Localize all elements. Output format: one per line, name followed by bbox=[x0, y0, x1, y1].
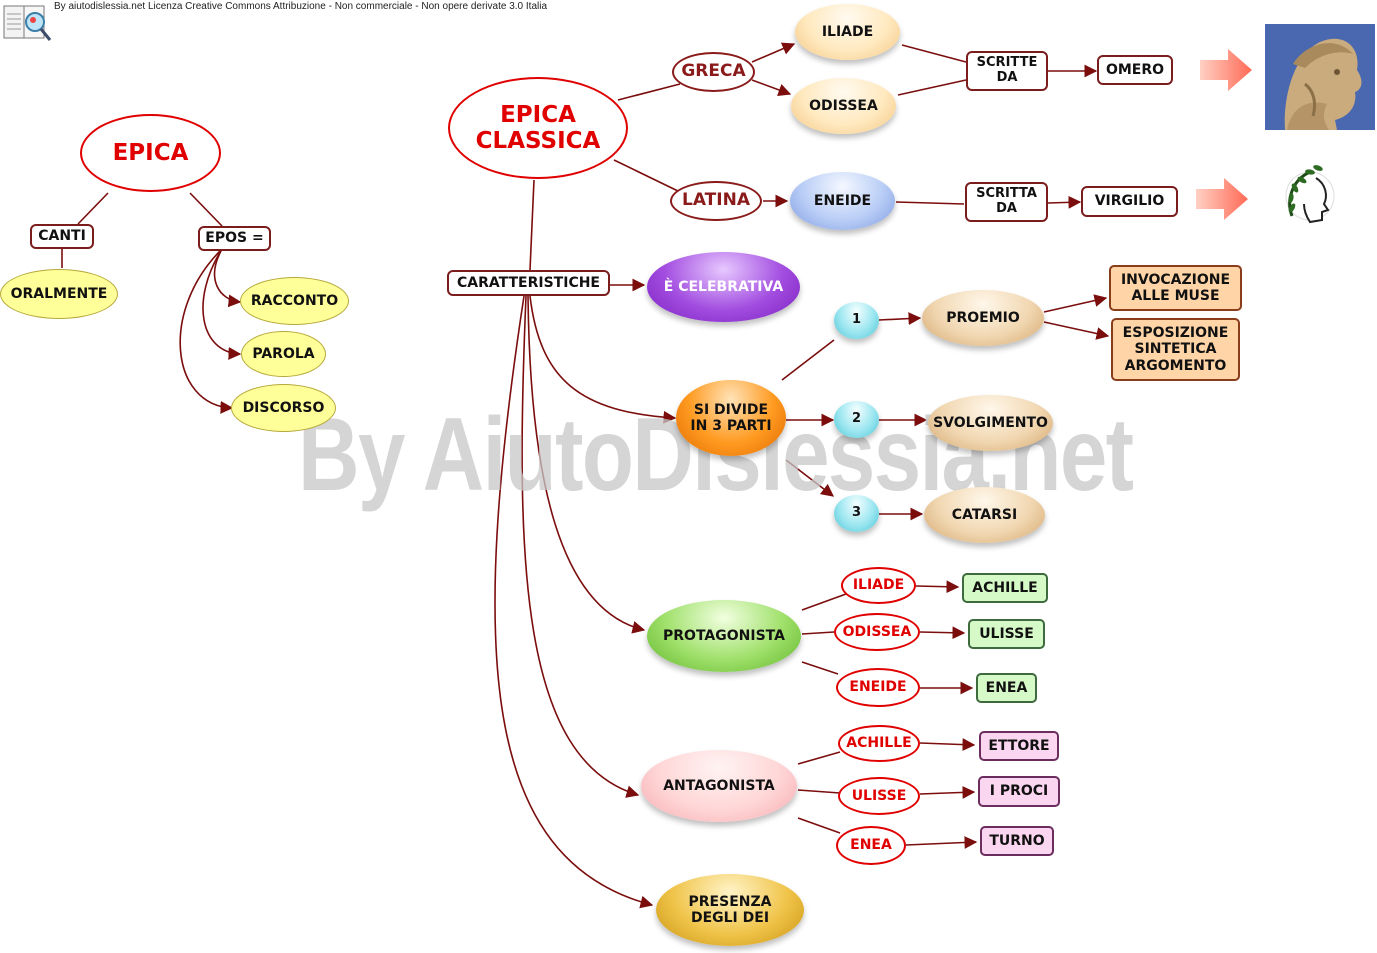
prot-eneide-oval: ENEIDE bbox=[836, 668, 920, 707]
big-arrow-icon bbox=[1200, 49, 1252, 91]
prot-odissea-oval: ODISSEA bbox=[834, 613, 920, 651]
turno-box: TURNO bbox=[980, 826, 1054, 856]
canti-box: CANTI bbox=[30, 224, 94, 249]
protagonista-node: PROTAGONISTA bbox=[647, 600, 801, 672]
book-logo-icon bbox=[3, 5, 52, 41]
part-number-1: 1 bbox=[834, 302, 879, 339]
caratteristiche-box: CARATTERISTICHE bbox=[447, 270, 610, 296]
greca-node: GRECA bbox=[672, 52, 755, 92]
homer-portrait-icon bbox=[1265, 24, 1375, 130]
parola-node: PAROLA bbox=[241, 331, 326, 377]
odissea-node: ODISSEA bbox=[791, 78, 896, 134]
ant-achille-oval: ACHILLE bbox=[838, 725, 920, 762]
part-number-2: 2 bbox=[834, 401, 879, 438]
proemio-node: PROEMIO bbox=[922, 290, 1044, 346]
achille-box: ACHILLE bbox=[962, 573, 1048, 603]
virgilio-box: VIRGILIO bbox=[1081, 186, 1178, 217]
svolgimento-node: SVOLGIMENTO bbox=[928, 395, 1053, 451]
part-number-3: 3 bbox=[834, 495, 879, 532]
ant-enea-oval: ENEA bbox=[836, 826, 906, 865]
iliade-node: ILIADE bbox=[795, 4, 900, 60]
omero-box: OMERO bbox=[1097, 55, 1173, 85]
catarsi-node: CATARSI bbox=[924, 487, 1045, 543]
latina-node: LATINA bbox=[670, 181, 762, 221]
racconto-node: RACCONTO bbox=[240, 277, 349, 325]
antagonista-node: ANTAGONISTA bbox=[641, 750, 797, 822]
ettore-box: ETTORE bbox=[979, 731, 1059, 761]
epica-title: EPICA bbox=[80, 114, 221, 192]
eneide-node: ENEIDE bbox=[790, 172, 895, 230]
oralmente-node: ORALMENTE bbox=[0, 269, 118, 319]
prot-iliade-oval: ILIADE bbox=[841, 567, 916, 604]
i-proci-box: I PROCI bbox=[978, 776, 1060, 807]
ant-ulisse-oval: ULISSE bbox=[838, 777, 920, 815]
big-arrow-icon bbox=[1196, 178, 1248, 220]
enea-box: ENEA bbox=[976, 673, 1037, 703]
epos-box: EPOS = bbox=[198, 226, 271, 251]
ulisse-box: ULISSE bbox=[968, 619, 1045, 649]
laurel-profile-icon bbox=[1285, 165, 1335, 224]
celebrativa-node: È CELEBRATIVA bbox=[647, 252, 800, 322]
discorso-node: DISCORSO bbox=[231, 384, 336, 432]
license-header: By aiutodislessia.net Licenza Creative C… bbox=[54, 1, 548, 12]
